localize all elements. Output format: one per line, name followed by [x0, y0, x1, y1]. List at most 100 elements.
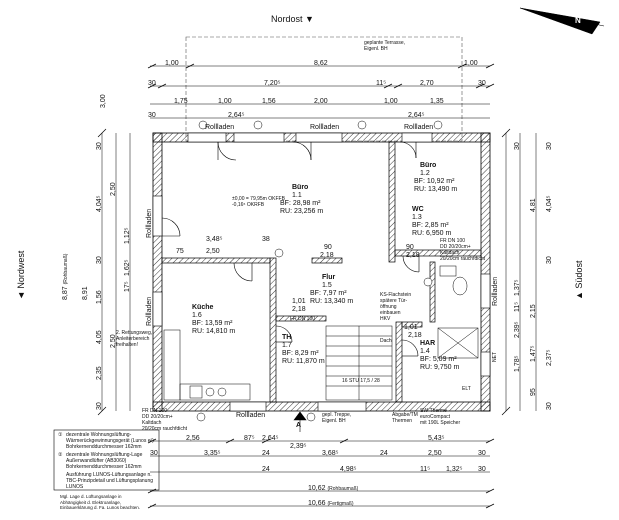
dim-top-r2-4: 30	[478, 80, 486, 87]
dim-total-raw: 10,62 (Rohbaumaß)	[308, 485, 359, 492]
room-kueche: Küche 1.6 BF: 13,59 m² RU: 14,810 m	[192, 304, 236, 335]
section-marker	[293, 411, 307, 432]
rollladen-bottom-1: Rollladen	[236, 412, 266, 419]
legend-box	[53, 429, 160, 491]
dim-top-r3-3: 2,00	[314, 98, 328, 105]
window-openings	[152, 132, 491, 412]
dim-bottom-r3-1: 4,98⁵	[340, 466, 357, 473]
dim-bottom-r1-3: 2,39⁵	[290, 443, 307, 450]
dim-left-outer-1: 4,04⁵	[96, 195, 103, 212]
dim-bottom-r1-1: 87⁵	[244, 435, 255, 442]
orientation-south-east: ▲ Südost	[574, 260, 584, 300]
dim-left-inner-3: 17⁵	[124, 281, 131, 292]
inner-dim-c: 75	[176, 248, 184, 255]
dim-bottom-r2-1: 3,35⁵	[204, 450, 221, 457]
dim-bottom-r2-3: 3,68⁵	[322, 450, 339, 457]
rollladen-top-2: Rollladen	[310, 124, 340, 131]
room-buero-small: Büro 1.2 BF: 10,92 m² RU: 13,490 m	[414, 162, 458, 193]
dim-right-inner-1: 1,37⁵	[514, 279, 521, 296]
dim-bottom-r1-4: 5,43⁵	[428, 435, 445, 442]
dim-top-r3-2: 1,56	[262, 98, 276, 105]
dim-bottom-r1-0: 2,56	[186, 435, 200, 442]
room-wc: WC 1.3 BF: 2,85 m² RU: 6,950 m	[412, 206, 452, 237]
note-fd-th: FR DN 100	[290, 316, 316, 322]
dim-right-outer-4: 2,15	[530, 304, 537, 318]
dimension-ticks	[97, 63, 511, 509]
dim-bottom-r3-2: 11⁵	[420, 466, 431, 473]
dim-bottom-r2-2: 24	[262, 450, 270, 457]
room-buero-main: Büro 1.1 BF: 28,98 m² RU: 23,256 m	[280, 184, 324, 215]
room-har: HAR 1.4 BF: 5,09 m² RU: 9,750 m	[420, 340, 460, 371]
dim-bottom-r2-4: 24	[380, 450, 388, 457]
dim-left-inner-0: 2,50	[110, 182, 117, 196]
dim-top-r3-0: 1,75	[174, 98, 188, 105]
rollladen-left-1: Rollladen	[146, 208, 153, 238]
dim-top-r4-0: 30	[148, 112, 156, 119]
stair-treads	[325, 325, 393, 401]
rollladen-top-3: Rollladen	[404, 124, 434, 131]
dim-right-inner-5: 2,37⁵	[546, 349, 553, 366]
dim-right-outer-1: 4,04⁵	[546, 195, 553, 212]
note-dach: Dach	[380, 338, 392, 344]
dim-left-outer-2: 30	[96, 256, 103, 264]
note-stair: 16 STU 17,5 / 28	[342, 378, 380, 384]
dim-top-r2-2: 11⁵	[376, 80, 387, 87]
dim-right-inner-3: 2,39⁵	[514, 321, 521, 338]
dim-right-inner-2: 11⁵	[514, 301, 521, 312]
dim-bottom-r2-0: 30	[150, 450, 158, 457]
dim-bottom-r3-3: 1,32⁵	[446, 466, 463, 473]
dim-bottom-r3-0: 24	[262, 466, 270, 473]
compass-letter: N	[575, 16, 581, 25]
inner-dim-e: 2,18	[320, 252, 334, 259]
wc-fixtures	[437, 265, 479, 359]
inner-dim-k: 2,18	[408, 332, 422, 339]
rollladen-top-1: Rollladen	[205, 124, 235, 131]
inner-dim-b: 38	[262, 236, 270, 243]
north-arrow	[519, 7, 605, 35]
inner-dim-j: 2,18	[406, 252, 420, 259]
note-stair-plan: gepl. Treppe,Eigenl. BH	[322, 412, 352, 424]
dim-left-outer-0: 30	[96, 142, 103, 150]
room-th: TH 1.7 BF: 8,29 m² RU: 11,870 m	[282, 334, 325, 365]
dim-top-r1-1: 8,62	[314, 60, 328, 67]
dim-right-inner-6: 30	[546, 402, 553, 410]
inner-dim-h: 2,18	[292, 306, 306, 313]
vent-markers	[196, 120, 443, 422]
dim-right-outer-3: 4,81	[530, 198, 537, 212]
inner-dim-i: 90	[406, 244, 414, 251]
rollladen-right-1: Rollladen	[492, 276, 499, 306]
dim-left-outer-5: 4,05	[96, 330, 103, 344]
dim-bottom-r1-2: 2,64⁵	[262, 435, 279, 442]
room-flur: Flur 1.5 BF: 7,97 m² RU: 13,340 m	[310, 274, 354, 305]
dim-left-outer-7: 30	[96, 402, 103, 410]
dim-top-r3-1: 1,00	[218, 98, 232, 105]
dim-top-r1-2: 1,00	[464, 60, 478, 67]
dimension-lines	[101, 65, 537, 507]
dim-right-outer-6: 95	[530, 388, 537, 396]
dim-left-outer-3: 8,91	[82, 286, 89, 300]
dim-left-inner-1: 1,12⁵	[124, 227, 131, 244]
dim-right-outer-0: 30	[546, 142, 553, 150]
dim-top-r3-4: 1,00	[384, 98, 398, 105]
dim-total-finished: 10,66 (Fertigmaß)	[308, 500, 354, 507]
dim-top-r4-2: 2,64⁵	[228, 112, 245, 119]
dim-right-outer-2: 30	[546, 256, 553, 264]
dim-top-r3-5: 1,35	[430, 98, 444, 105]
dim-left-inner-4: 2,50	[110, 334, 117, 348]
section-label: A	[296, 422, 302, 429]
terrace-note: geplante Terrasse,Eigenl. BH	[364, 40, 406, 52]
dim-right-inner-0: 30	[514, 142, 521, 150]
dim-left-outer-6: 2,35	[96, 366, 103, 380]
orientation-north-east: Nordost ▼	[271, 14, 314, 24]
dim-top-r2-3: 2,70	[420, 80, 434, 87]
dim-top-r4-3: 2,64⁵	[408, 112, 425, 119]
